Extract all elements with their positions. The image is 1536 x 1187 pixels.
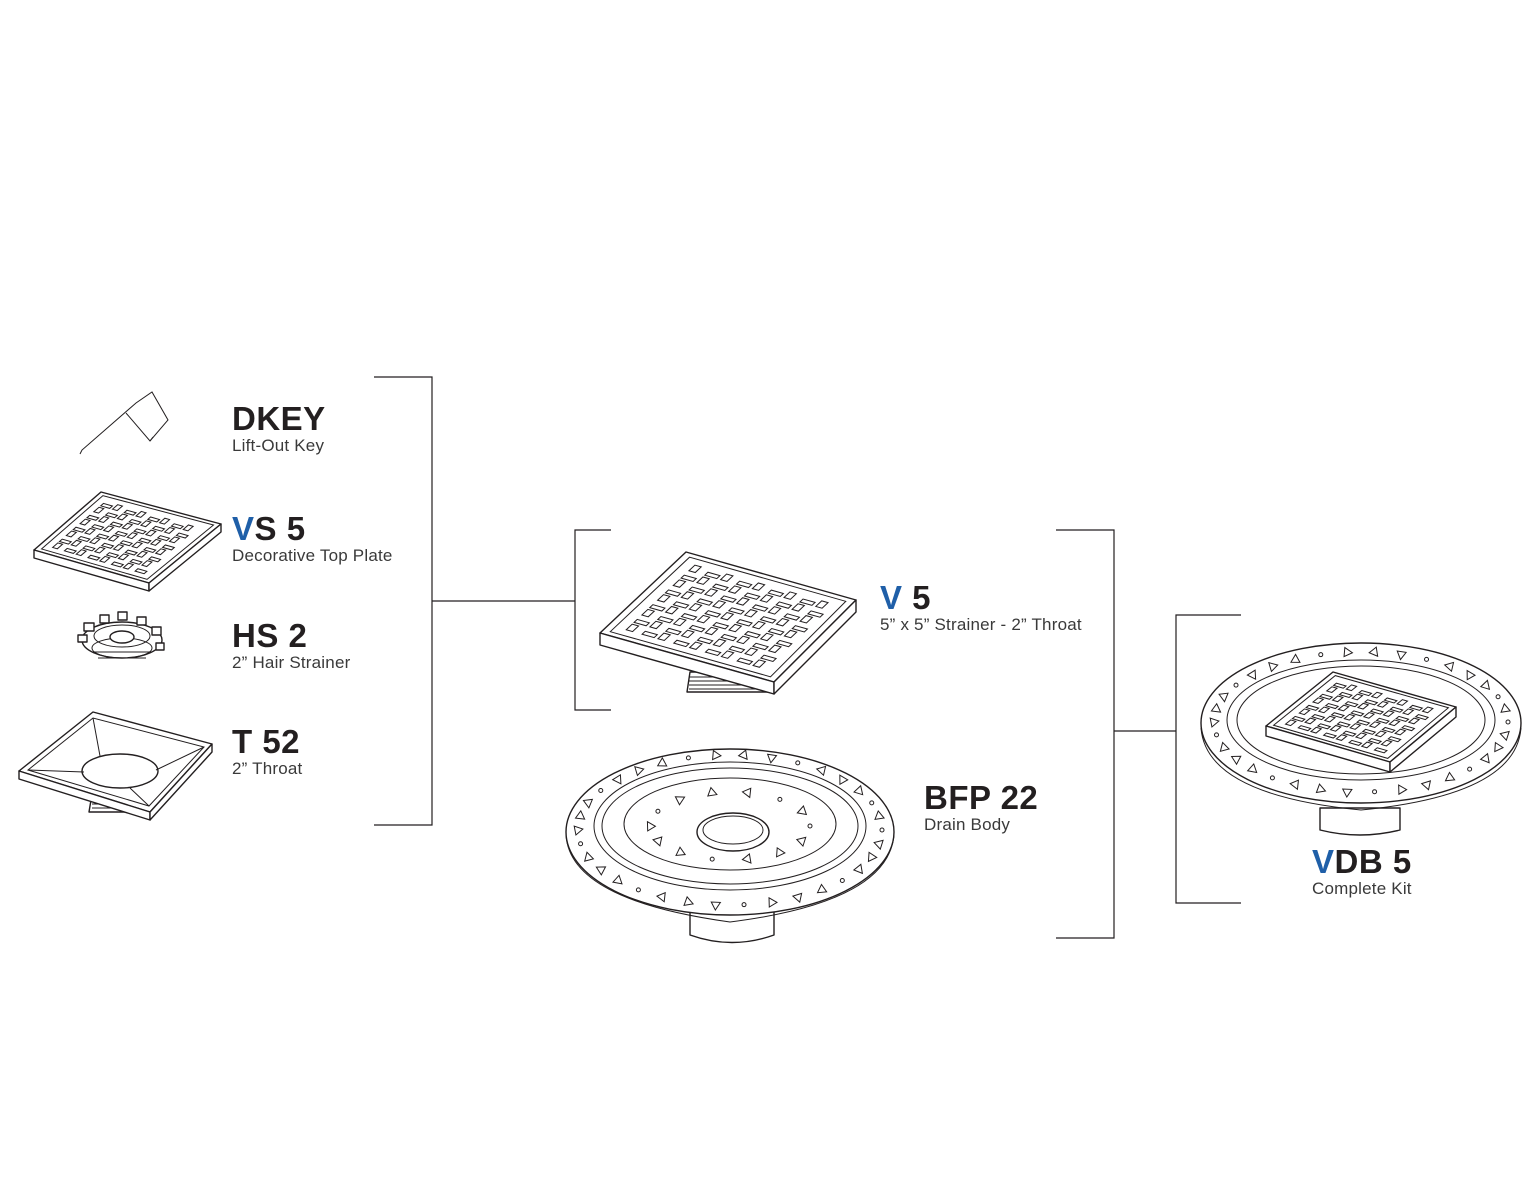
part-code: VS 5 (232, 510, 306, 547)
bracket-middle-group (1056, 529, 1176, 939)
hair-strainer-drawing (77, 611, 165, 659)
label-bfp22: BFP 22 Drain Body (924, 781, 1038, 833)
part-code: BFP 22 (924, 779, 1039, 816)
part-code: T 52 (232, 723, 301, 760)
part-description: 5” x 5” Strainer - 2” Throat (880, 615, 1082, 634)
lift-out-key-drawing (79, 391, 169, 455)
decorative-top-plate-drawing (33, 491, 222, 592)
part-code: HS 2 (232, 617, 308, 654)
part-description: Decorative Top Plate (232, 546, 393, 565)
part-code: V 5 (880, 579, 932, 616)
part-code: DKEY (232, 400, 326, 437)
strainer-throat-drawing (599, 551, 857, 695)
label-t52: T 52 2” Throat (232, 725, 302, 777)
part-description: Lift-Out Key (232, 436, 325, 455)
bracket-vdb5 (1175, 614, 1241, 904)
part-code: VDB 5 (1312, 843, 1412, 880)
part-description: 2” Throat (232, 759, 303, 778)
throat-drawing (18, 711, 213, 821)
part-description: 2” Hair Strainer (232, 653, 351, 672)
bracket-v5 (574, 529, 611, 711)
part-description: Drain Body (924, 815, 1011, 834)
label-vdb5: VDB 5 Complete Kit (1312, 845, 1412, 897)
label-hs2: HS 2 2” Hair Strainer (232, 619, 350, 671)
label-v5: V 5 5” x 5” Strainer - 2” Throat (880, 581, 1082, 633)
complete-kit-drawing (1200, 642, 1522, 836)
label-dkey: DKEY Lift-Out Key (232, 402, 326, 454)
part-description: Complete Kit (1312, 879, 1412, 898)
bracket-left-group (374, 376, 575, 826)
label-vs5: VS 5 Decorative Top Plate (232, 512, 393, 564)
drain-body-drawing (565, 748, 895, 944)
